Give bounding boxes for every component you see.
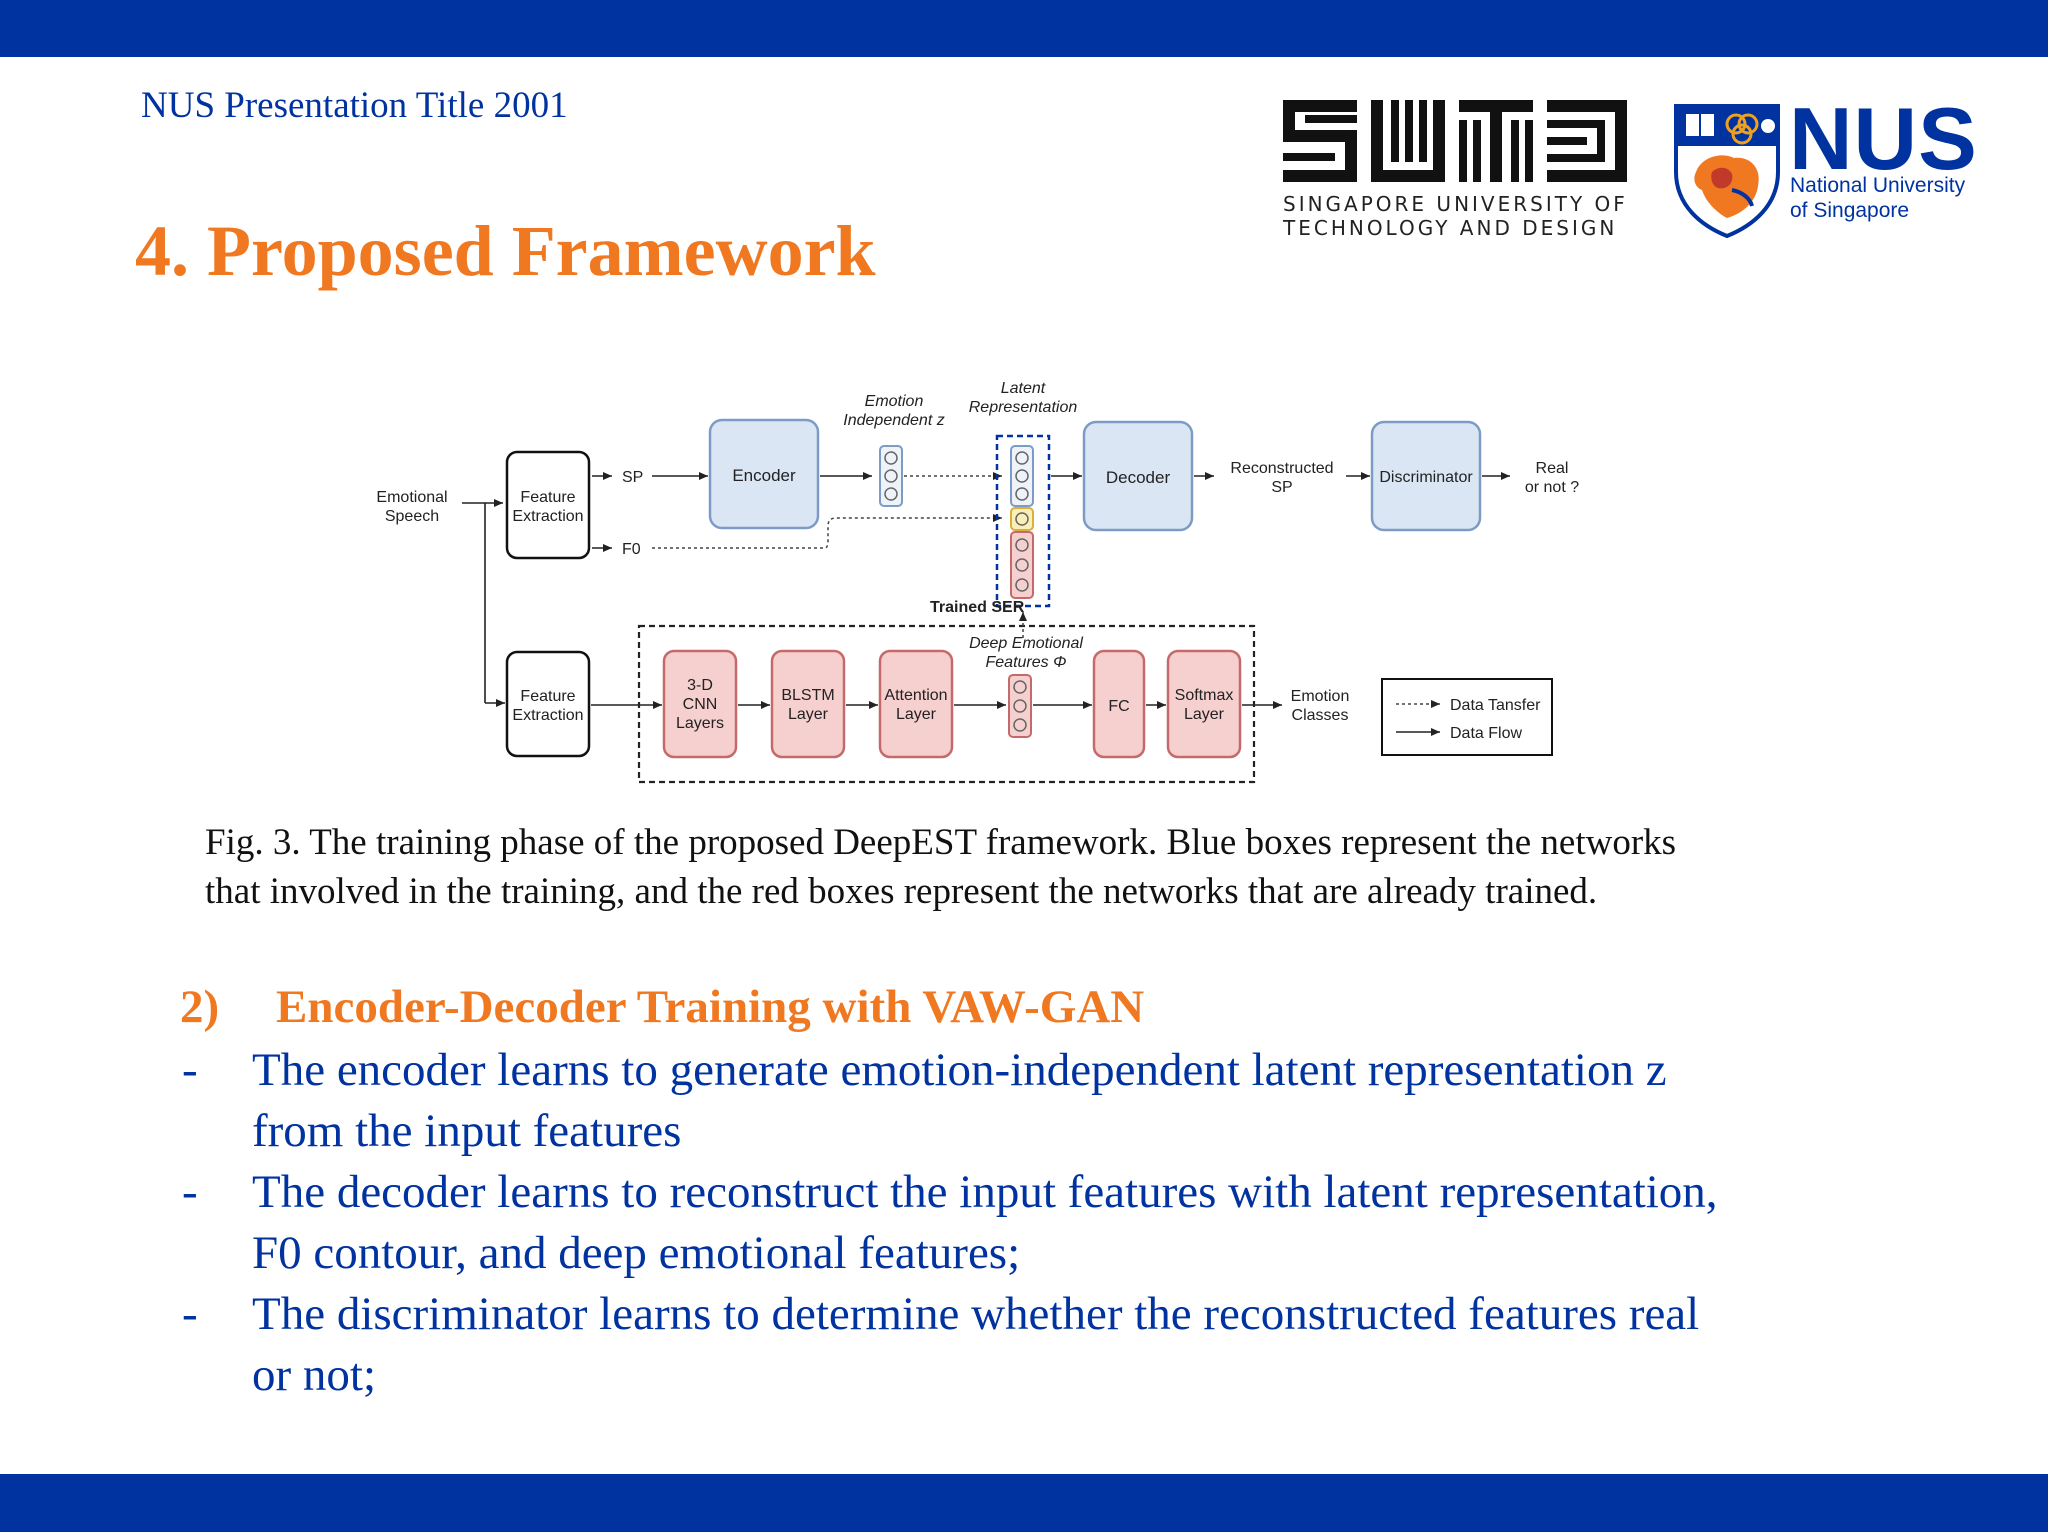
bullet-item: - The encoder learns to generate emotion…: [180, 1040, 1960, 1162]
bullet-dash: -: [182, 1288, 198, 1340]
bullet-item: - The discriminator learns to determine …: [180, 1284, 1960, 1406]
svg-text:Decoder: Decoder: [1106, 468, 1171, 487]
nus-logo-subtitle: National University of Singapore: [1790, 174, 1966, 222]
svg-text:Discriminator: Discriminator: [1379, 469, 1473, 486]
bullet-item: - The decoder learns to reconstruct the …: [180, 1162, 1960, 1284]
bottom-banner: [0, 1474, 2048, 1532]
bullet-dash: -: [182, 1166, 198, 1218]
nus-logo-name: NUS: [1789, 89, 1978, 188]
blstm-layer-box: [770, 649, 846, 759]
section-heading: 2) Encoder-Decoder Training with VAW-GAN: [180, 980, 1144, 1034]
decoder-box: [1082, 420, 1194, 532]
legend-box: [1381, 678, 1553, 756]
f0-label: F0: [622, 541, 641, 558]
latent-representation-container: [995, 434, 1051, 608]
section-title: Encoder-Decoder Training with VAW-GAN: [276, 981, 1145, 1033]
bullet-list: - The encoder learns to generate emotion…: [180, 1040, 1960, 1406]
sp-label: SP: [622, 469, 643, 486]
feature-extraction-box-top: [505, 450, 591, 560]
encoder-box: [708, 418, 820, 530]
feature-extraction-box-bottom: [505, 650, 591, 758]
softmax-layer-box: [1166, 649, 1242, 759]
nus-crest-icon: [1674, 104, 1780, 238]
cnn-layers-box: [662, 649, 738, 759]
sutd-logo: [1283, 100, 1627, 182]
latent-z-vector: [879, 445, 903, 507]
legend-data-transfer: Data Tansfer: [1450, 697, 1541, 714]
discriminator-box: [1370, 420, 1482, 532]
section-number: 2): [180, 981, 220, 1033]
top-banner: [0, 0, 2048, 57]
legend-data-flow: Data Flow: [1450, 725, 1522, 742]
trained-ser-label: Trained SER: [930, 599, 1025, 616]
bullet-dash: -: [182, 1044, 198, 1096]
svg-text:FC: FC: [1108, 698, 1129, 715]
presentation-title: NUS Presentation Title 2001: [141, 85, 568, 126]
attention-layer-box: [878, 649, 954, 759]
figure-caption: Fig. 3. The training phase of the propos…: [205, 822, 1677, 912]
svg-text:Encoder: Encoder: [732, 466, 796, 485]
fc-box: [1092, 649, 1146, 759]
deep-features-vector: [1008, 674, 1032, 738]
sutd-logo-text: SINGAPORE UNIVERSITY OF TECHNOLOGY AND D…: [1283, 192, 1628, 240]
slide-title: 4. Proposed Framework: [135, 211, 876, 291]
trained-ser-container: [637, 624, 1256, 784]
